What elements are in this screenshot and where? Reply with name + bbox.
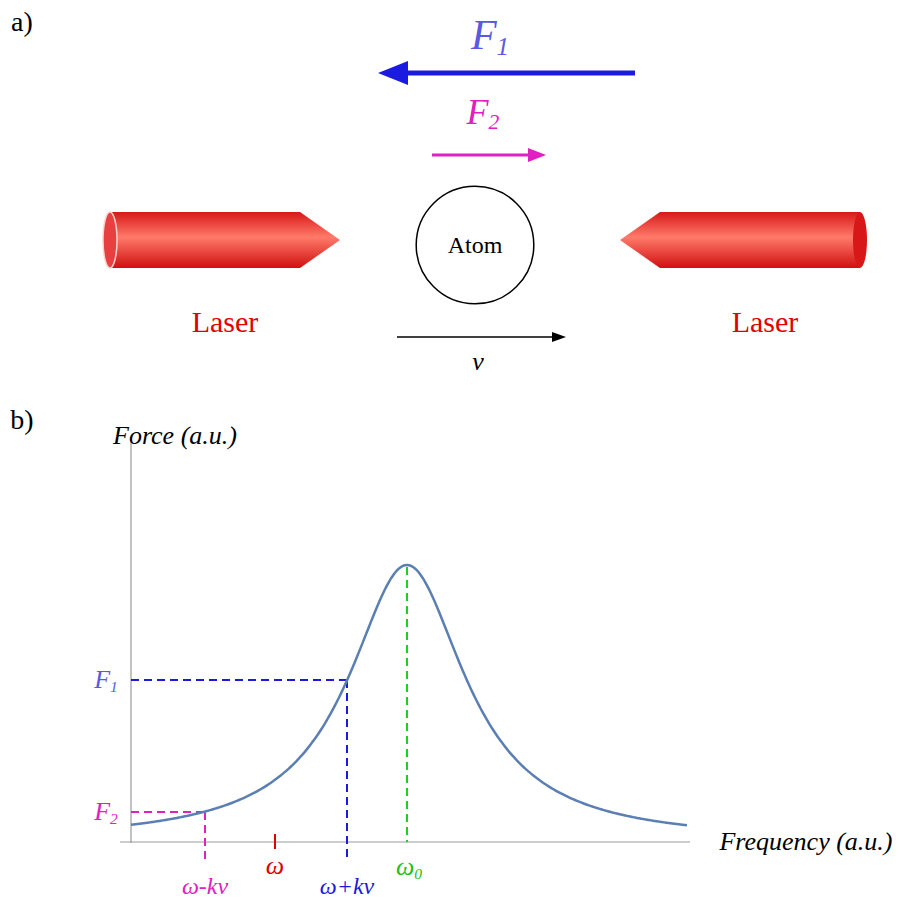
text-label: ω+kv [320, 874, 374, 898]
force-arrow [395, 71, 635, 76]
atom-circle: Atom [415, 185, 535, 305]
laser-body [110, 212, 340, 268]
text-label: F1 [471, 14, 509, 56]
text-label: F2 [467, 94, 500, 130]
text-label: ω0 [396, 854, 422, 880]
guide-line [406, 567, 408, 842]
text-label: Frequency (a.u.) [719, 829, 892, 855]
force-arrow [432, 154, 532, 157]
text-label: ω [266, 853, 284, 879]
laser-body [620, 212, 860, 268]
text-label: b) [10, 406, 33, 434]
velocity-arrow [397, 336, 556, 338]
text-label: F1 [94, 667, 118, 693]
y-axis [130, 440, 131, 843]
arrow-head [378, 61, 408, 85]
text-label: Laser [732, 307, 799, 337]
text-label: F2 [94, 799, 118, 825]
text-label: v [472, 349, 484, 375]
text-label: ω-kv [182, 874, 228, 898]
guide-line [131, 680, 347, 862]
arrow-head [528, 148, 546, 162]
text-label: a) [11, 8, 33, 36]
laser-end [853, 212, 867, 268]
laser-end [103, 212, 117, 268]
resonance-curve [131, 565, 687, 825]
arrow-head [552, 332, 566, 342]
text-label: Laser [192, 307, 259, 337]
tick-mark [274, 834, 276, 849]
node-text: Atom [448, 232, 503, 259]
text-label: Force (a.u.) [113, 423, 237, 449]
